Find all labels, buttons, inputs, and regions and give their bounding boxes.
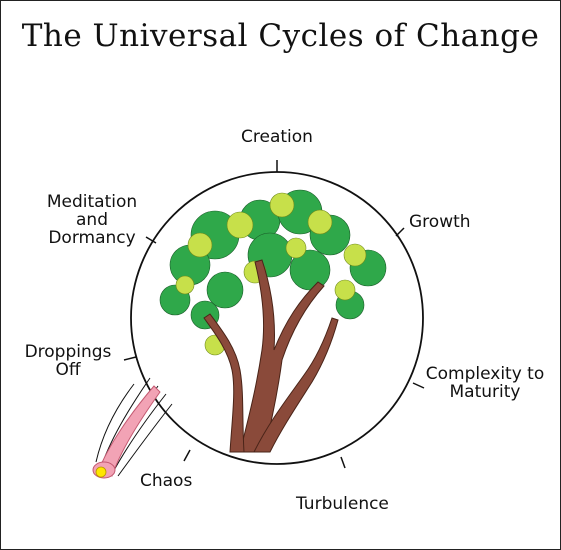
tree-illustration: [159, 189, 387, 453]
label-complexity: Complexity to Maturity: [425, 364, 545, 402]
tree-trunk: [203, 259, 339, 453]
tick-droppings: [123, 356, 137, 361]
label-creation: Creation: [241, 127, 313, 147]
tick-meditation: [145, 236, 157, 244]
tick-chaos: [183, 449, 191, 462]
meteor-icon: [92, 377, 173, 479]
cycle-ticks: [123, 160, 425, 469]
label-growth: Growth: [409, 212, 471, 232]
tick-complexity: [412, 382, 425, 389]
label-droppings: Droppings Off: [24, 342, 112, 380]
label-turbulence: Turbulence: [296, 494, 389, 514]
page-title: The Universal Cycles of Change: [21, 18, 540, 54]
tick-growth: [395, 227, 405, 237]
tick-turbulence: [340, 456, 346, 469]
label-chaos: Chaos: [140, 471, 193, 491]
label-meditation: Meditation and Dormancy: [46, 192, 138, 248]
